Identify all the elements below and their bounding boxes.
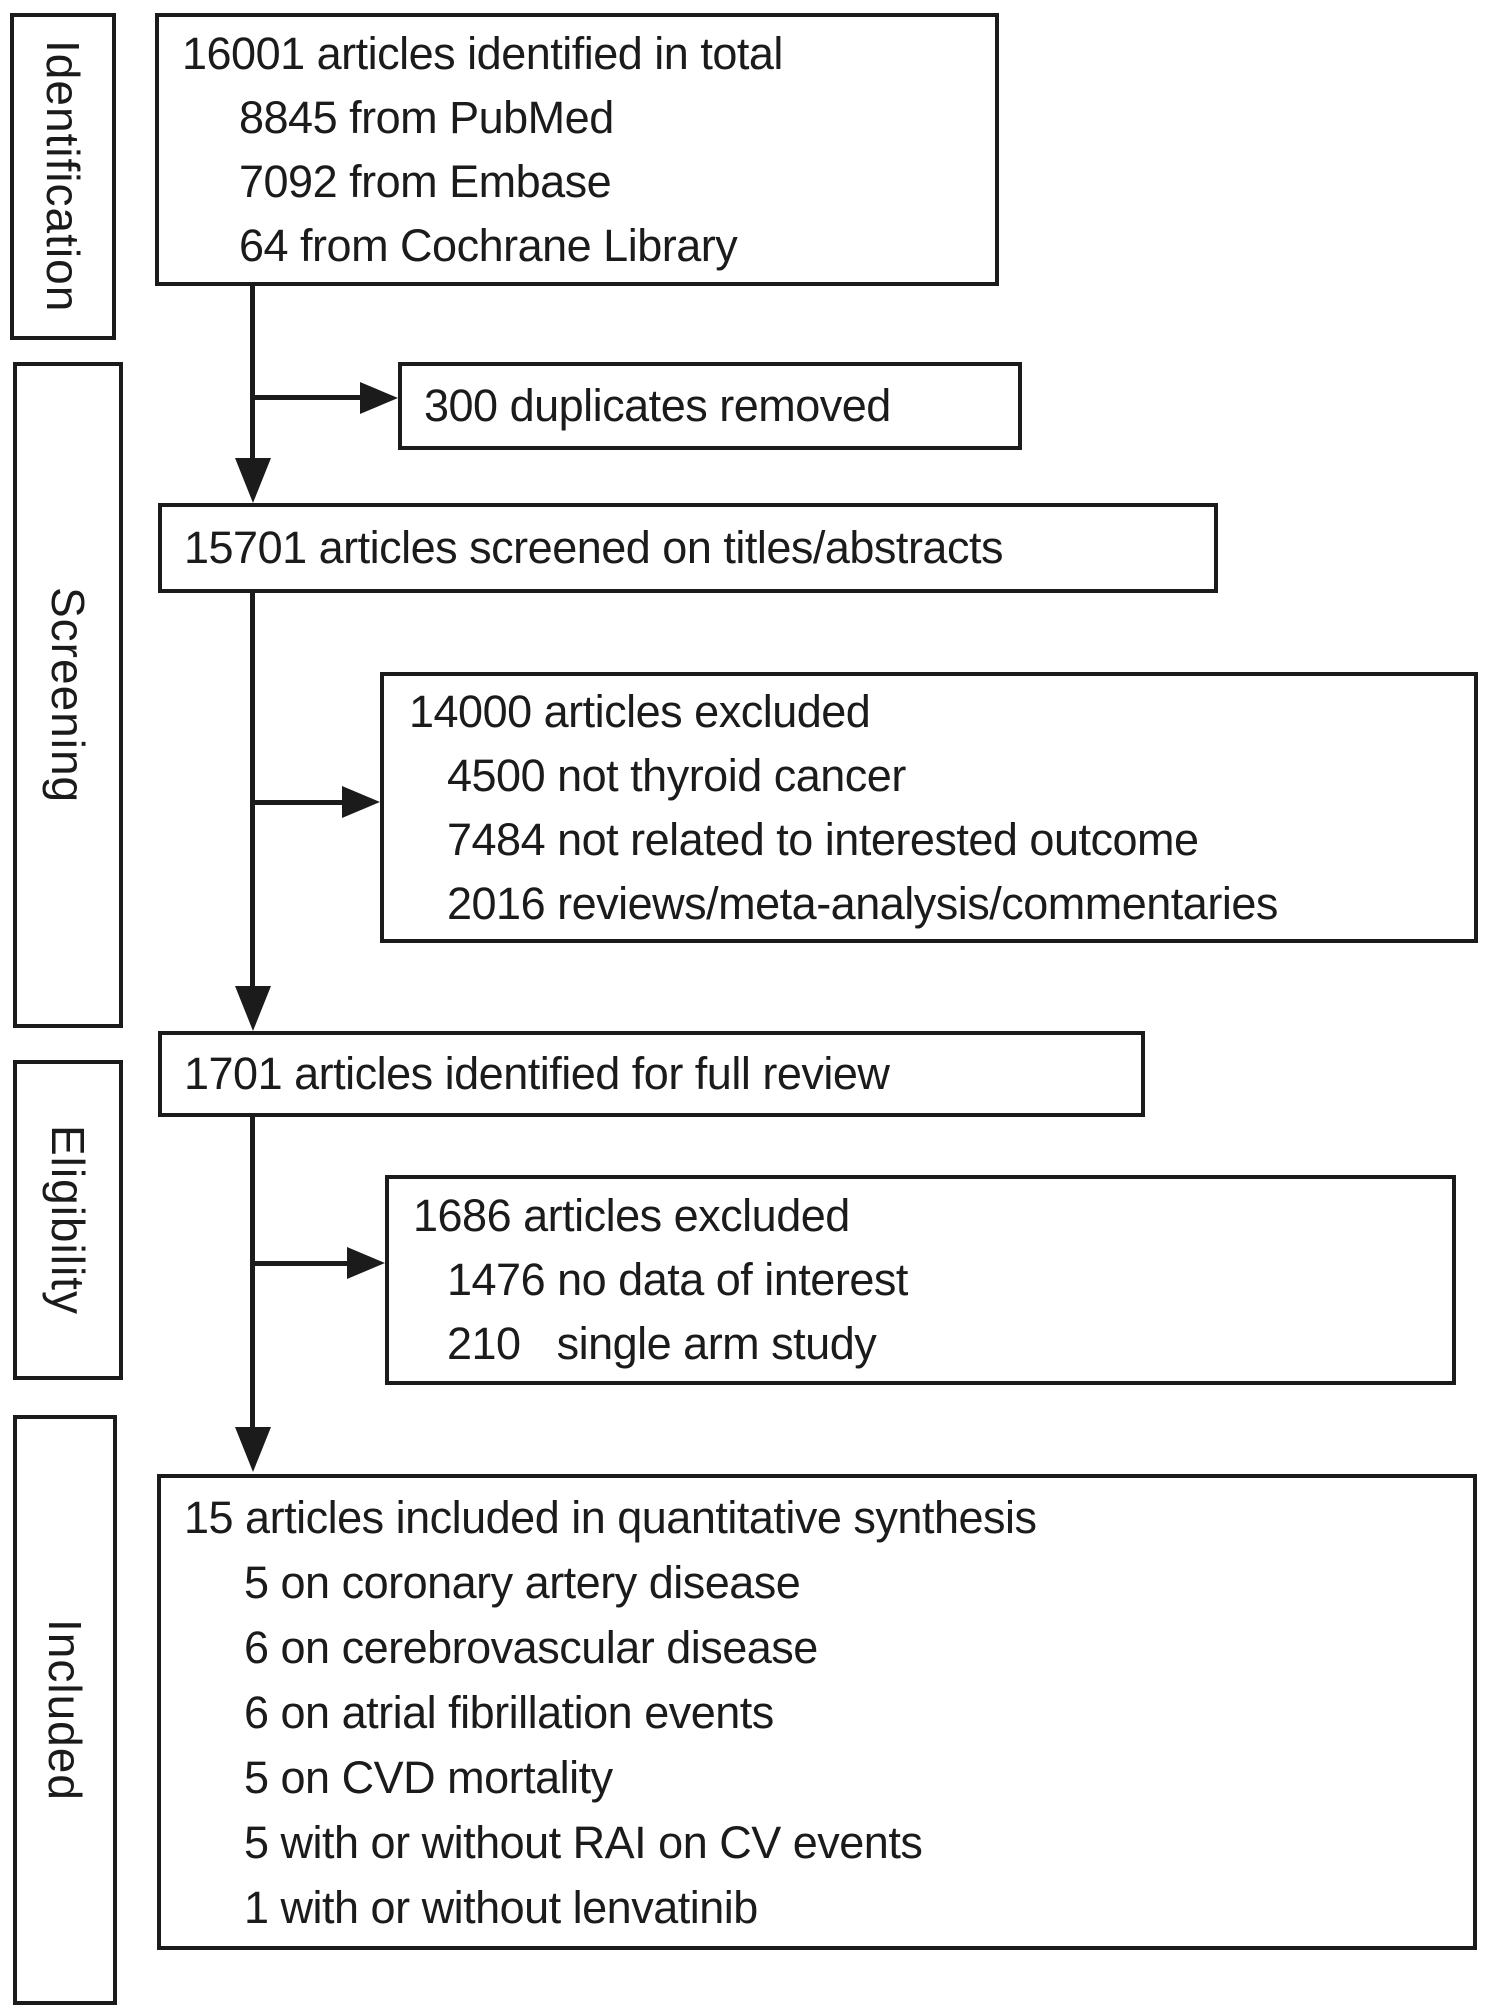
box-line: 2016 reviews/meta-analysis/commentaries <box>447 877 1278 929</box>
box-line: 300 duplicates removed <box>424 380 891 431</box>
stage-label-included: Included <box>39 1619 91 1801</box>
box-line: 6 on cerebrovascular disease <box>244 1621 818 1673</box>
stage-label-screening: Screening <box>42 586 94 804</box>
box-line: 16001 articles identified in total <box>182 27 783 79</box>
stage-box-screening: Screening <box>13 362 123 1028</box>
box-duplicates-removed: 300 duplicates removed <box>398 362 1022 450</box>
box-line: 5 with or without RAI on CV events <box>244 1816 923 1868</box>
stage-label-eligibility: Eligibility <box>42 1125 94 1315</box>
stage-label-identification: Identification <box>37 40 89 313</box>
box-line: 1 with or without lenvatinib <box>244 1881 758 1933</box>
box-eligibility-excluded: 1686 articles excluded 1476 no data of i… <box>385 1175 1456 1385</box>
flow-line-identified-to-screened <box>250 286 255 461</box>
box-line: 4500 not thyroid cancer <box>447 749 906 801</box>
box-line: 1701 articles identified for full review <box>184 1048 890 1099</box>
box-line: 5 on CVD mortality <box>244 1751 613 1803</box>
stage-box-eligibility: Eligibility <box>13 1060 123 1380</box>
box-line: 1686 articles excluded <box>413 1190 850 1241</box>
arrowhead-down-icon <box>235 986 271 1031</box>
arrowhead-right-icon <box>360 382 398 414</box>
box-line: 7484 not related to interested outcome <box>447 813 1199 865</box>
branch-line-eligibility-excluded <box>253 1261 347 1266</box>
box-screening-excluded: 14000 articles excluded 4500 not thyroid… <box>380 672 1478 943</box>
branch-line-screening-excluded <box>253 800 342 805</box>
box-full-review: 1701 articles identified for full review <box>158 1031 1145 1117</box>
arrowhead-down-icon <box>235 458 271 503</box>
box-line: 15701 articles screened on titles/abstra… <box>184 522 1003 573</box>
box-articles-screened: 15701 articles screened on titles/abstra… <box>158 503 1218 593</box>
flow-line-full-review-to-included <box>250 1117 255 1429</box>
stage-box-identification: Identification <box>10 13 116 340</box>
branch-line-duplicates <box>253 395 360 400</box>
arrowhead-right-icon <box>347 1247 385 1279</box>
box-line: 15 articles included in quantitative syn… <box>184 1491 1037 1543</box>
box-line: 64 from Cochrane Library <box>239 219 738 271</box>
arrowhead-down-icon <box>235 1427 271 1472</box>
box-line: 5 on coronary artery disease <box>244 1556 801 1608</box>
flow-line-screened-to-full-review <box>250 593 255 988</box>
box-included-synthesis: 15 articles included in quantitative syn… <box>157 1474 1477 1950</box>
box-line: 1476 no data of interest <box>447 1254 908 1305</box>
box-line: 6 on atrial fibrillation events <box>244 1686 774 1738</box>
box-line: 8845 from PubMed <box>239 91 614 143</box>
box-line: 210 single arm study <box>447 1318 877 1369</box>
stage-box-included: Included <box>13 1415 117 2005</box>
box-line: 14000 articles excluded <box>409 685 871 737</box>
arrowhead-right-icon <box>342 786 380 818</box>
box-line: 7092 from Embase <box>239 155 612 207</box>
box-articles-identified: 16001 articles identified in total 8845 … <box>155 13 999 286</box>
